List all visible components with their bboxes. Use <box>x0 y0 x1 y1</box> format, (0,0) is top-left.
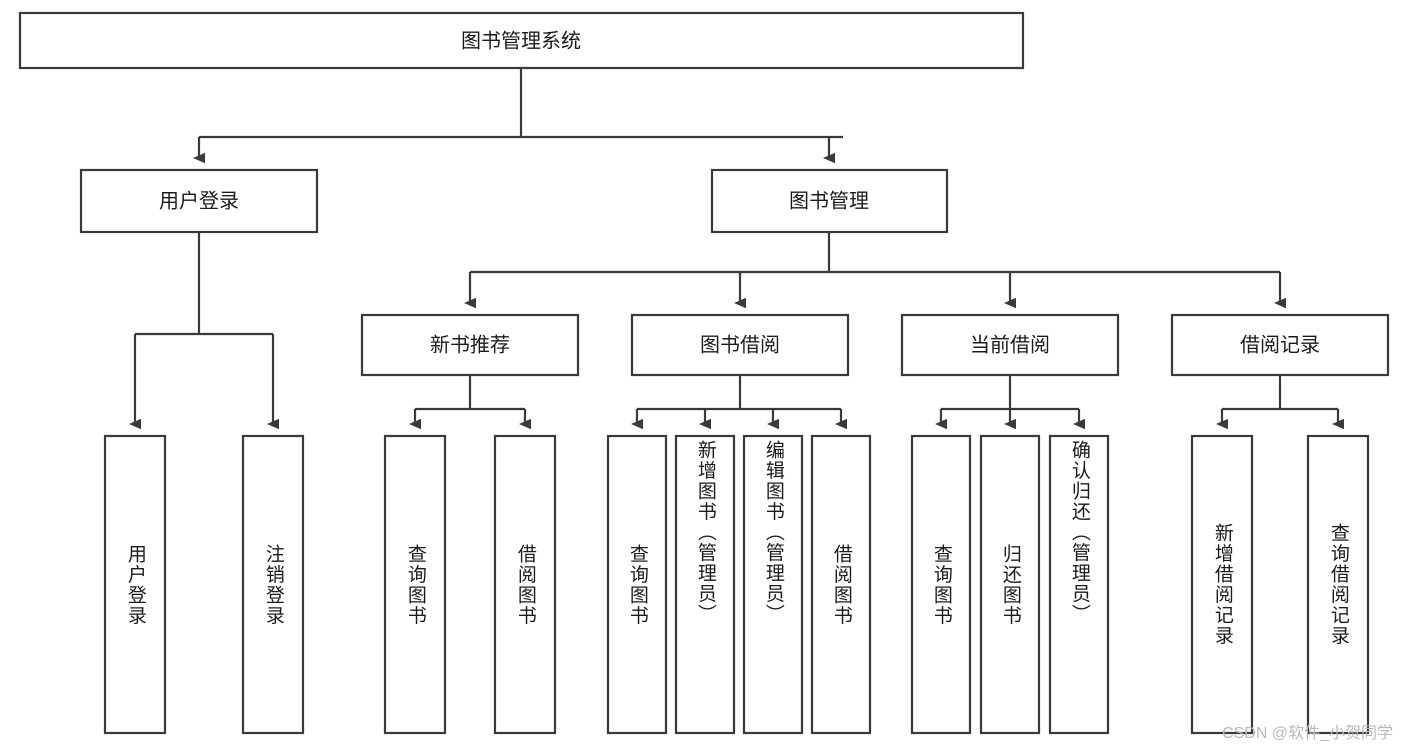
leaf-box-book-borrow-0[interactable] <box>606 434 668 735</box>
node-borrow-record[interactable]: 借阅记录 <box>1170 313 1390 377</box>
connector-user-login-to-leaves <box>129 232 279 430</box>
node-root[interactable]: 图书管理系统 <box>18 11 1025 70</box>
leaf-box-new-book-1[interactable] <box>493 434 557 735</box>
leaf-box-book-borrow-2[interactable] <box>742 434 804 735</box>
leaf-box-user-login-0[interactable] <box>103 434 167 735</box>
node-book-borrow[interactable]: 图书借阅 <box>630 313 850 377</box>
leaf-box-borrow-record-1[interactable] <box>1306 434 1370 735</box>
leaf-box-book-borrow-1[interactable] <box>674 434 736 735</box>
node-current-borrow-label: 当前借阅 <box>970 333 1050 356</box>
connector-book-borrow-to-leaves <box>631 375 847 430</box>
leaf-boxes <box>103 434 1370 735</box>
watermark: CSDN @软件_小贺同学 <box>1222 725 1393 742</box>
node-new-book-recommend-label: 新书推荐 <box>430 333 510 356</box>
connector-new-book-to-leaves <box>409 375 531 430</box>
connector-root-to-level2 <box>193 68 843 164</box>
connector-book-manage-to-level3 <box>464 232 1286 309</box>
leaf-box-new-book-0[interactable] <box>383 434 447 735</box>
leaf-box-borrow-record-0[interactable] <box>1190 434 1254 735</box>
node-user-login[interactable]: 用户登录 <box>79 168 319 234</box>
connector-borrow-record-to-leaves <box>1216 375 1344 430</box>
node-book-manage[interactable]: 图书管理 <box>710 168 949 234</box>
leaf-box-book-borrow-3[interactable] <box>810 434 872 735</box>
leaf-box-user-login-1[interactable] <box>241 434 305 735</box>
node-current-borrow[interactable]: 当前借阅 <box>900 313 1120 377</box>
leaf-box-current-borrow-0[interactable] <box>910 434 972 735</box>
connector-current-borrow-to-leaves <box>935 375 1085 430</box>
node-root-label: 图书管理系统 <box>461 29 581 52</box>
leaf-box-current-borrow-1[interactable] <box>979 434 1041 735</box>
node-new-book-recommend[interactable]: 新书推荐 <box>360 313 580 377</box>
node-book-borrow-label: 图书借阅 <box>700 333 780 356</box>
node-book-manage-label: 图书管理 <box>789 189 869 212</box>
leaf-box-current-borrow-2[interactable] <box>1048 434 1110 735</box>
node-borrow-record-label: 借阅记录 <box>1240 333 1320 356</box>
node-user-login-label: 用户登录 <box>159 189 239 212</box>
